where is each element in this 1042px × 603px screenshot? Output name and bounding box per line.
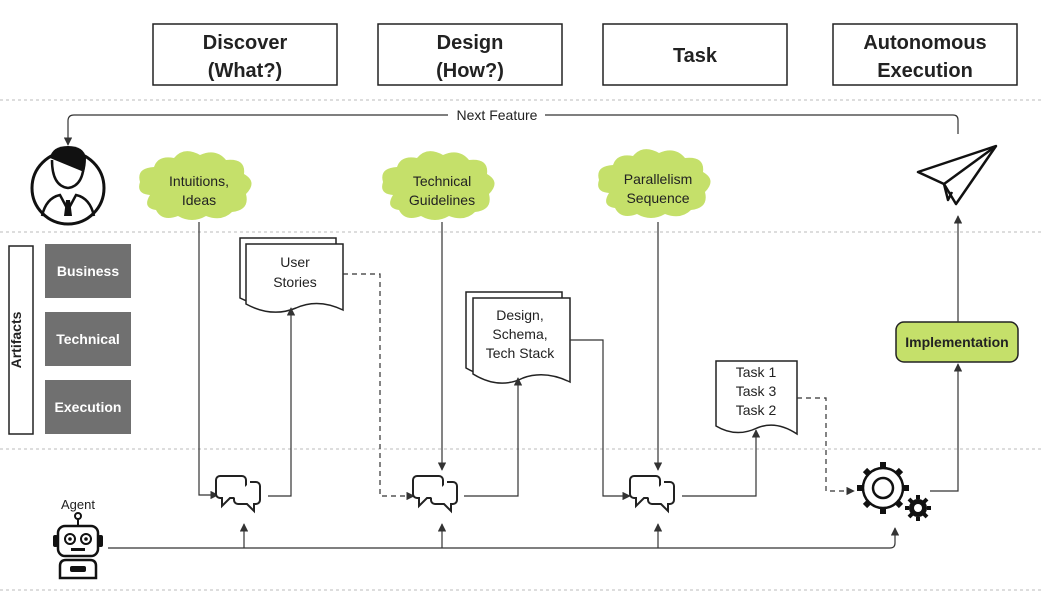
svg-text:Sequence: Sequence	[626, 190, 689, 206]
artifact-business	[45, 244, 131, 298]
robot-icon	[53, 512, 103, 580]
svg-text:Technical: Technical	[413, 173, 471, 189]
svg-text:Task 3: Task 3	[736, 383, 777, 399]
doc-user-stories: User Stories	[239, 237, 344, 313]
next-feature-label: Next Feature	[457, 107, 538, 123]
phase-autonomous-execution: Autonomous Execution	[832, 23, 1018, 86]
chat-icon	[629, 475, 675, 512]
svg-text:Design: Design	[437, 32, 504, 54]
cloud-parallelism-sequence: Parallelism Sequence	[598, 149, 711, 218]
svg-text:Design,: Design,	[496, 307, 543, 323]
svg-text:Stories: Stories	[273, 274, 317, 290]
svg-text:Discover: Discover	[203, 32, 288, 54]
phase-task: Task	[602, 23, 788, 86]
connector	[682, 429, 761, 497]
svg-text:Task: Task	[673, 45, 718, 67]
connector	[464, 377, 523, 497]
connector	[930, 363, 963, 492]
artifacts-title: Artifacts	[8, 311, 24, 368]
phase-discover: Discover (What?)	[152, 23, 338, 86]
svg-text:Task 2: Task 2	[736, 402, 777, 418]
doc-design-schema: Design, Schema, Tech Stack	[465, 291, 571, 384]
artifacts-panel: Artifacts Business Technical Execution	[8, 244, 131, 435]
artifact-technical	[45, 312, 131, 366]
connector	[268, 307, 296, 497]
paper-plane-icon	[916, 144, 998, 206]
next-feature-arrow	[63, 114, 448, 146]
cloud-technical-guidelines: Technical Guidelines	[382, 151, 495, 220]
connector	[198, 222, 219, 500]
svg-text:Ideas: Ideas	[182, 192, 216, 208]
connector	[570, 339, 631, 501]
svg-text:User: User	[280, 254, 310, 270]
chat-icon	[215, 475, 261, 512]
svg-text:Parallelism: Parallelism	[624, 171, 692, 187]
dashed-connector	[343, 273, 415, 501]
svg-text:Autonomous: Autonomous	[863, 32, 986, 54]
svg-text:(How?): (How?)	[436, 60, 504, 82]
gears-icon	[857, 462, 931, 521]
svg-text:Intuitions,: Intuitions,	[169, 173, 229, 189]
artifact-execution	[45, 380, 131, 434]
svg-text:Business: Business	[57, 263, 119, 279]
next-feature-line	[545, 114, 959, 134]
doc-tasks: Task 1 Task 3 Task 2	[715, 360, 798, 436]
user-avatar-icon	[30, 146, 106, 226]
dashed-connector	[797, 397, 855, 496]
svg-text:Task 1: Task 1	[736, 364, 777, 380]
chat-icon	[412, 475, 458, 512]
implementation-box: Implementation	[895, 321, 1019, 363]
phase-design: Design (How?)	[377, 23, 563, 86]
cloud-intuitions-ideas: Intuitions, Ideas	[139, 151, 252, 220]
svg-text:Implementation: Implementation	[905, 334, 1008, 350]
svg-text:Technical: Technical	[56, 331, 120, 347]
agent-line	[108, 527, 900, 549]
svg-text:Execution: Execution	[55, 399, 122, 415]
svg-text:Execution: Execution	[877, 60, 973, 82]
svg-text:Tech Stack: Tech Stack	[486, 345, 555, 361]
svg-text:(What?): (What?)	[208, 60, 282, 82]
agent-label: Agent	[61, 497, 95, 512]
svg-text:Guidelines: Guidelines	[409, 192, 475, 208]
svg-text:Schema,: Schema,	[492, 326, 547, 342]
